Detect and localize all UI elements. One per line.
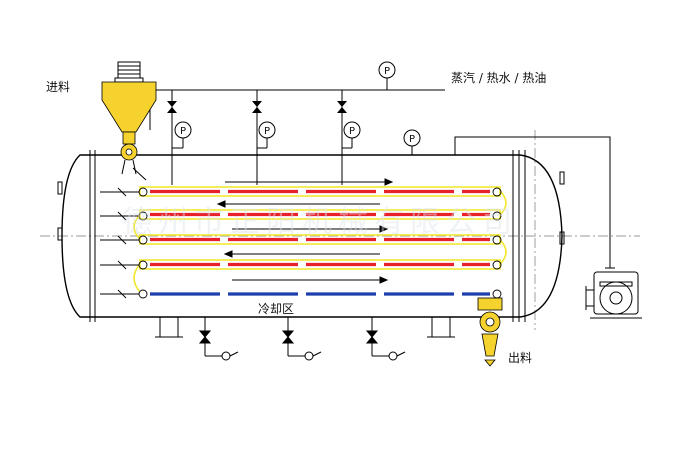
- pressure-gauge-icon: [174, 121, 192, 139]
- pressure-gauge-icon: [378, 61, 396, 79]
- pressure-gauge-3: P: [258, 121, 276, 139]
- header-valves: [167, 101, 347, 113]
- pressure-gauge-icon: [258, 121, 276, 139]
- feed-hopper: [101, 61, 157, 181]
- heating-tube-row-3: [139, 234, 501, 245]
- support-legs: [155, 316, 455, 338]
- dryer-vessel: [57, 150, 565, 322]
- condensate-drains: [198, 317, 406, 361]
- pressure-gauge-icon: [343, 121, 361, 139]
- gauge-label: P: [409, 134, 415, 145]
- discharge-label: 出料: [508, 351, 532, 365]
- feed-label: 进料: [46, 80, 70, 94]
- gauge-label: P: [384, 66, 390, 77]
- pressure-gauge-1: P: [378, 61, 396, 79]
- pressure-gauge-2: P: [174, 121, 192, 139]
- gauge-label: P: [180, 126, 186, 137]
- pressure-gauge-4: P: [343, 121, 361, 139]
- drain-3: [365, 317, 406, 361]
- pressure-gauge-5: P: [403, 129, 421, 155]
- heating-medium-label: 蒸汽 / 热水 / 热油: [451, 70, 546, 85]
- gauge-label: P: [264, 126, 270, 137]
- motor-icon: [114, 61, 144, 83]
- discharge-outlet: [477, 297, 503, 367]
- tube-bends: [133, 190, 507, 293]
- drain-2: [281, 317, 322, 361]
- valve-icon: [337, 101, 347, 113]
- cooling-zone-label: 冷却区: [258, 302, 294, 316]
- valve-icon: [167, 101, 177, 113]
- watermark: 德州市正阳机械有限公司: [122, 205, 518, 240]
- gauge-label: P: [349, 126, 355, 137]
- heating-medium-header: [149, 78, 445, 185]
- heating-tube-row-1: [139, 186, 501, 197]
- fan-icon: [585, 271, 642, 319]
- valve-icon: [252, 101, 262, 113]
- tube-end-fittings: [100, 187, 502, 299]
- drain-1: [198, 317, 239, 361]
- flow-arrows: [216, 178, 394, 284]
- exhaust-line: [454, 136, 615, 269]
- heating-tube-row-4: [139, 259, 501, 270]
